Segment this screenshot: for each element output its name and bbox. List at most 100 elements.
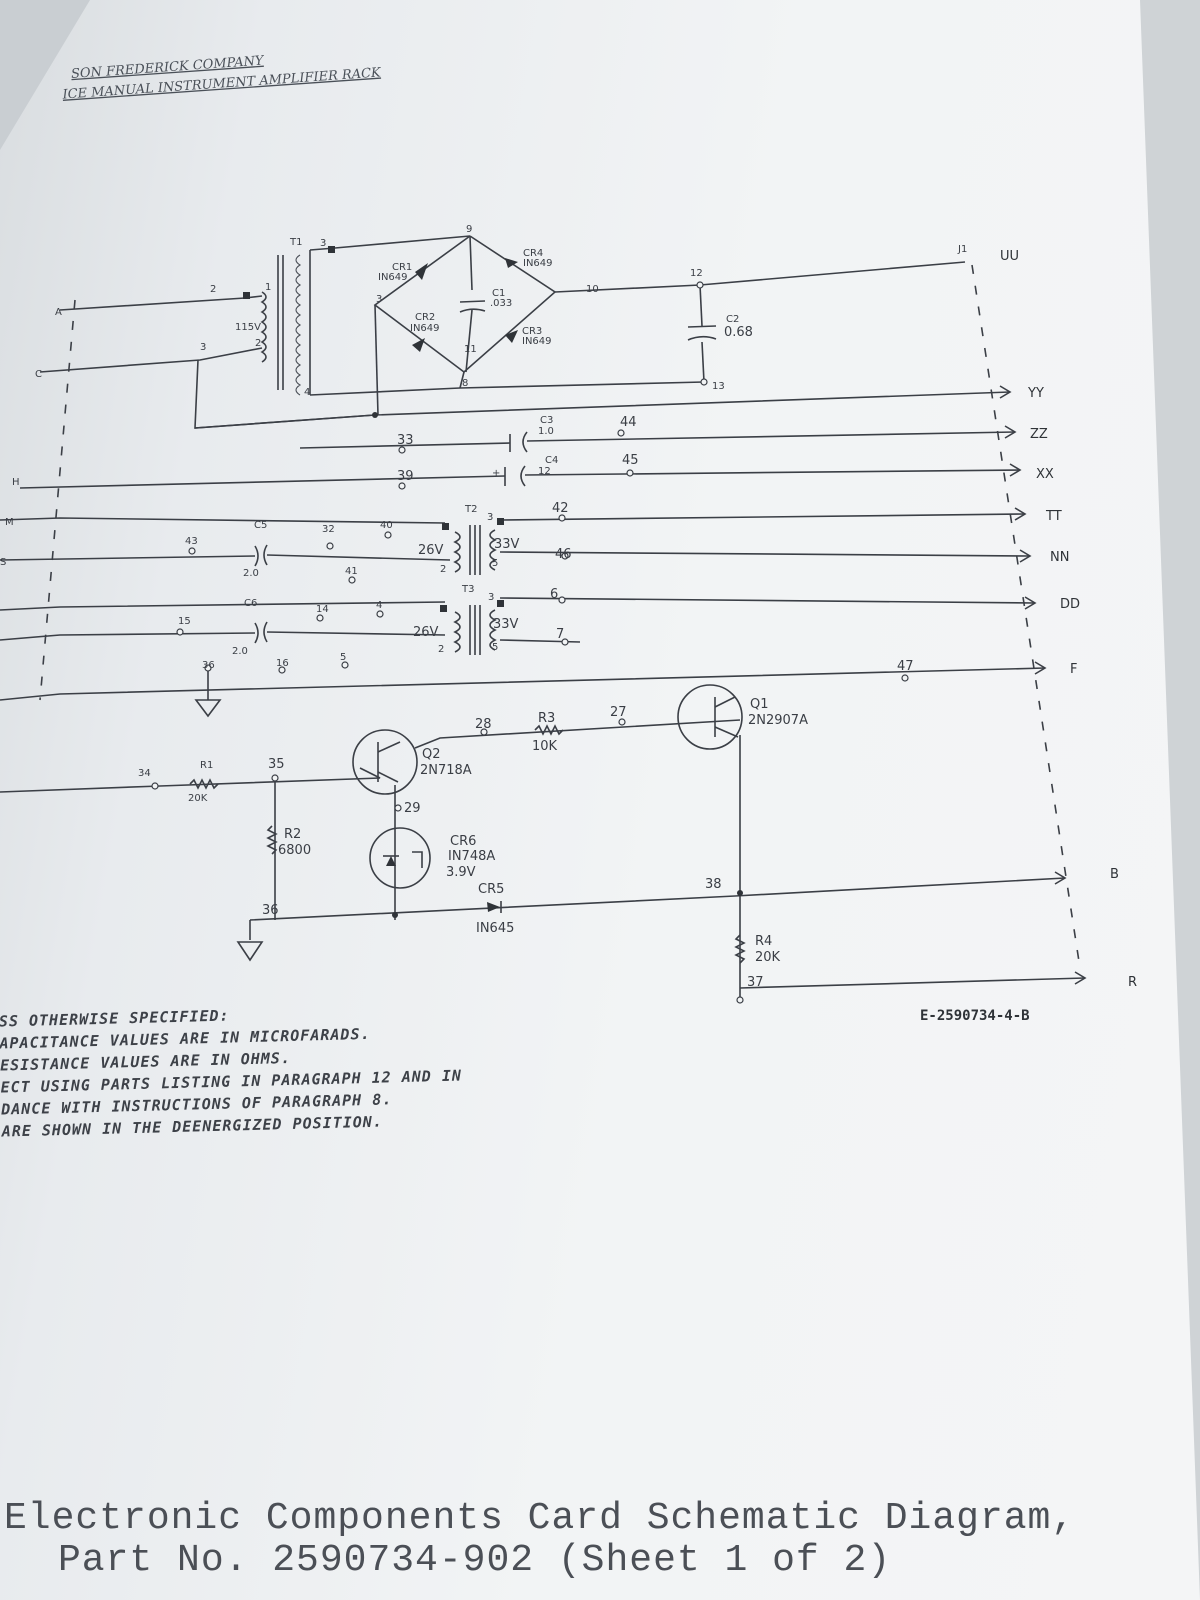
node-15: 15 [178, 616, 191, 627]
t3-pin-5: 5 [492, 642, 498, 653]
r3-value: 10K [532, 739, 558, 754]
node-5: 5 [340, 652, 346, 663]
node-27: 27 [610, 705, 627, 720]
caption-line-2: Part No. 2590734-902 (Sheet 1 of 2) [58, 1539, 892, 1582]
q1-label: Q1 [750, 697, 769, 712]
ground-symbol-lower [236, 941, 264, 962]
output-xx: XX [1036, 467, 1054, 482]
wiring [0, 235, 1086, 1000]
node-14: 14 [316, 604, 329, 615]
note-line-3: ESISTANCE VALUES ARE IN OHMS. [0, 1049, 291, 1075]
input-pins: A C H M S [0, 307, 62, 568]
t2-secondary-voltage: 33V [494, 537, 520, 552]
node-11: 11 [464, 344, 477, 355]
r4-value: 20K [755, 950, 781, 965]
cr3-diode-symbol [505, 330, 518, 343]
output-dd: DD [1060, 597, 1080, 612]
t2-pin-3: 3 [487, 512, 493, 523]
t3-secondary-voltage: 33V [493, 617, 519, 632]
zener-cr6: CR6 IN748A 3.9V [369, 827, 495, 889]
c1-label: C1 [492, 288, 505, 299]
cr2-label: CR2 [415, 312, 435, 323]
node-numbers: 3 9 3 11 10 8 4 2 3 2 1 12 13 33 39 44 4… [138, 224, 914, 990]
cr3-label: CR3 [522, 326, 542, 337]
node-4b: 4 [376, 600, 382, 611]
ground-symbol-upper [194, 699, 222, 718]
capacitor-c6: C6 2.0 [232, 598, 268, 657]
capacitor-c3: C3 1.0 [509, 415, 554, 453]
c2-label: C2 [726, 314, 739, 325]
note-line-1: SS OTHERWISE SPECIFIED: [0, 1007, 230, 1031]
node-t1-2b: 2 [255, 338, 261, 349]
t3-pin-3: 3 [488, 592, 494, 603]
pin-m: M [5, 517, 14, 528]
pin-a: A [55, 307, 62, 318]
c1-value: .033 [490, 298, 512, 309]
node-44: 44 [620, 415, 637, 430]
node-34: 34 [138, 768, 151, 779]
t1-label: T1 [289, 237, 302, 248]
node-12: 12 [690, 268, 703, 279]
r2-label: R2 [284, 827, 301, 842]
node-46: 46 [555, 547, 572, 562]
c6-value: 2.0 [232, 646, 248, 657]
node-43: 43 [185, 536, 198, 547]
output-f: F [1070, 662, 1077, 677]
pin-s: S [0, 557, 6, 568]
output-tt: TT [1045, 509, 1062, 524]
capacitor-c4: + C4 12 [492, 455, 558, 487]
node-32: 32 [322, 524, 335, 535]
node-36-top: 36 [202, 660, 215, 671]
node-7: 7 [556, 627, 564, 642]
c5-label: C5 [254, 520, 267, 531]
output-uu: UU [1000, 249, 1019, 264]
c3-label: C3 [540, 415, 553, 426]
node-13: 13 [712, 381, 725, 392]
node-47: 47 [897, 659, 914, 674]
transformer-t2: T2 26V 33V 3 2 5 [418, 504, 520, 575]
output-yy: YY [1027, 386, 1044, 401]
resistor-r2: R2 6800 [266, 825, 311, 858]
cr6-voltage: 3.9V [446, 865, 476, 880]
node-38: 38 [705, 877, 722, 892]
t3-pin-2: 2 [438, 644, 444, 655]
c6-label: C6 [244, 598, 257, 609]
node-bridge-3: 3 [376, 294, 382, 305]
r3-label: R3 [538, 711, 555, 726]
t2-primary-voltage: 26V [418, 543, 444, 558]
q2-part: 2N718A [420, 763, 472, 778]
cr4-label: CR4 [523, 248, 543, 259]
cr4-part: IN649 [523, 258, 553, 269]
cr1-part: IN649 [378, 272, 408, 283]
node-28: 28 [475, 717, 492, 732]
node-3-top: 3 [320, 238, 326, 249]
q1-part: 2N2907A [748, 713, 808, 728]
transistor-q2: Q2 2N718A [352, 729, 472, 795]
cr3-part: IN649 [522, 336, 552, 347]
resistor-r4: R4 20K [734, 934, 781, 965]
node-42: 42 [552, 501, 569, 516]
output-zz: ZZ [1030, 427, 1048, 442]
node-4: 4 [304, 387, 310, 398]
node-36-bottom: 36 [262, 903, 279, 918]
transformer-t1: T1 115V [235, 237, 335, 396]
outputs: J1 UU YY ZZ XX TT NN DD F B R [957, 244, 1137, 990]
node-10: 10 [586, 284, 599, 295]
node-t1-3: 3 [200, 342, 206, 353]
output-r: R [1128, 975, 1137, 990]
t3-label: T3 [461, 584, 474, 595]
resistor-r1: R1 20K [188, 760, 219, 804]
cr5-part: IN645 [476, 921, 514, 936]
node-35: 35 [268, 757, 285, 772]
node-8: 8 [462, 378, 468, 389]
c2-value: 0.68 [724, 325, 753, 340]
node-37: 37 [747, 975, 764, 990]
r1-label: R1 [200, 760, 213, 771]
r4-label: R4 [755, 934, 772, 949]
output-nn: NN [1050, 550, 1069, 565]
c3-value: 1.0 [538, 426, 554, 437]
node-40: 40 [380, 520, 393, 531]
resistor-r3: R3 10K [532, 711, 564, 754]
t2-pin-5: 5 [492, 558, 498, 569]
